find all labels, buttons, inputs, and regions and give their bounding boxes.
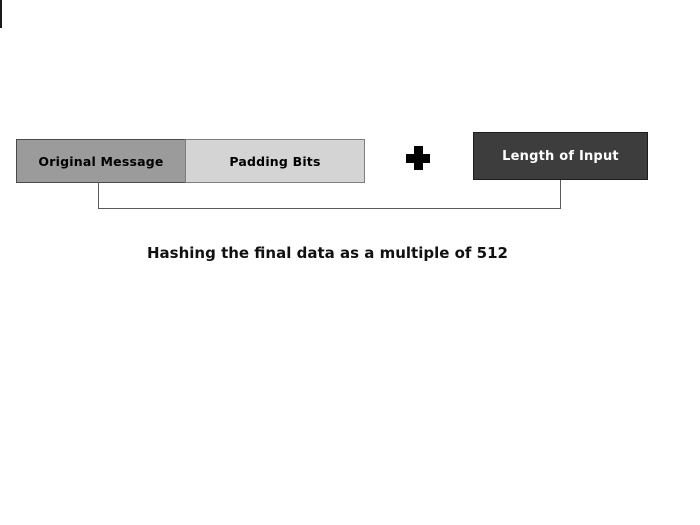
block-original-message: Original Message (16, 139, 186, 183)
plus-icon (406, 146, 430, 170)
caption-hashing-final-data: Hashing the final data as a multiple of … (147, 244, 508, 262)
block-length-of-input-label: Length of Input (502, 148, 619, 164)
block-padding-bits: Padding Bits (185, 139, 365, 183)
block-original-message-label: Original Message (38, 153, 164, 169)
plus-icon-vertical-bar (414, 146, 423, 170)
block-length-of-input: Length of Input (473, 132, 648, 180)
connector-right-drop (560, 180, 561, 209)
connector-horizontal-join (98, 208, 561, 209)
connector-center-stub (0, 0, 2, 28)
connector-left-drop (98, 182, 99, 209)
block-padding-bits-label: Padding Bits (229, 153, 321, 169)
